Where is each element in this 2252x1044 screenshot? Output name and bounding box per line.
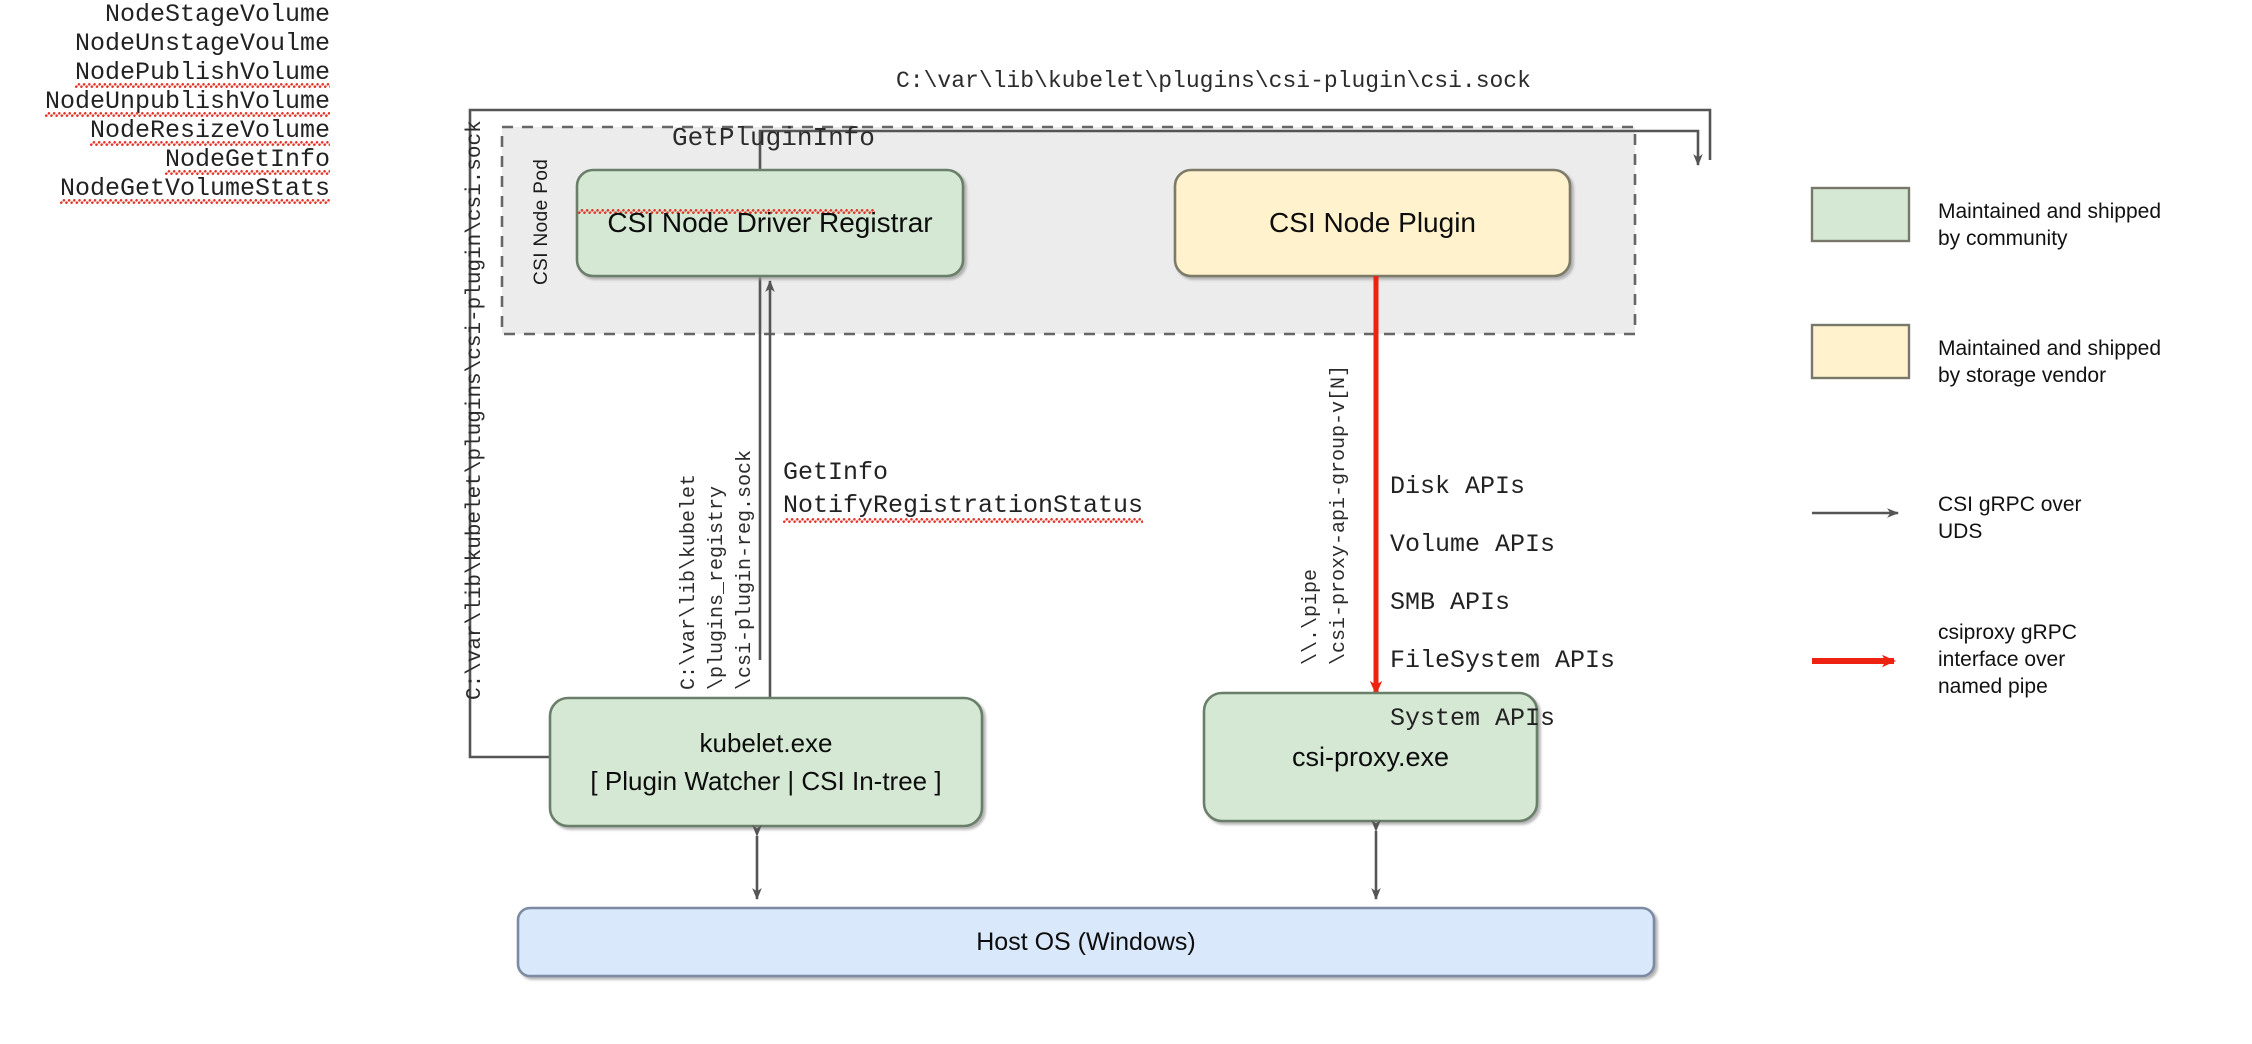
node-csi-node-driver-registrar[interactable]: [575, 168, 965, 278]
legend-swatch-vendor: [1810, 323, 1911, 380]
list-item: NodeResizeVolume: [89, 116, 330, 146]
list-item: SMB APIs: [1390, 588, 1511, 617]
legend-label-community: Maintained and shipped by community: [1938, 200, 2162, 250]
list-item: FileSystem APIs: [1390, 646, 1616, 675]
label-top-csi-socket-path: C:\var\lib\kubelet\plugins\csi-plugin\cs…: [896, 68, 1531, 94]
label-getinfo: GetInfo: [783, 458, 889, 487]
legend-label-csi-grpc-uds: CSI gRPC over UDS: [1938, 493, 2082, 543]
list-item: NodeUnstageVoulme: [74, 29, 330, 58]
label-pipe-line-2: \csi-proxy-api-group-v[N]: [1328, 364, 1351, 665]
list-item: NodeGetVolumeStats: [59, 174, 330, 204]
legend-swatch-community: [1810, 186, 1911, 243]
label-notifyregistrationstatus: NotifyRegistrationStatus: [783, 489, 1144, 523]
list-csi-proxy-apis: Disk APIs Volume APIs SMB APIs FileSyste…: [1390, 443, 1615, 762]
node-csi-proxy-exe[interactable]: [1202, 691, 1539, 823]
list-item: NodeGetInfo: [164, 145, 330, 175]
label-csi-node-pod: CSI Node Pod: [531, 158, 552, 285]
label-registration-calls: GetInfo NotifyRegistrationStatus: [783, 456, 1144, 523]
label-registrar-socket-line-2: \plugins_registry: [706, 485, 729, 690]
list-item: NodePublishVolume: [74, 58, 330, 88]
connector-getplugininfo-outer: [468, 108, 1712, 759]
legend-label-csiproxy-named-pipe: csiproxy gRPC interface over named pipe: [1938, 621, 2077, 698]
node-host-os-windows[interactable]: [516, 906, 1656, 978]
node-csi-node-plugin[interactable]: [1173, 168, 1572, 278]
list-node-service-calls: NodeStageVolume NodeUnstageVoulme NodePu…: [0, 0, 330, 204]
node-kubelet-exe[interactable]: [548, 696, 984, 828]
label-pipe-line-1: \\.\pipe: [1300, 568, 1323, 665]
list-item: NodeStageVolume: [104, 0, 330, 29]
spellcheck-underline: [578, 209, 875, 214]
label-registrar-socket-line-1: C:\var\lib\kubelet: [678, 473, 701, 690]
list-item: Disk APIs: [1390, 472, 1526, 501]
list-item: NodeUnpublishVolume: [44, 87, 330, 117]
list-item: System APIs: [1390, 704, 1556, 733]
connector-csi-socket-inner: [758, 129, 1703, 660]
list-item: Volume APIs: [1390, 530, 1556, 559]
label-left-vertical-csi-socket: C:\var\lib\kubelet\plugins\csi-plugin\cs…: [464, 120, 487, 700]
legend-label-vendor: Maintained and shipped by storage vendor: [1938, 337, 2162, 387]
label-getplugininfo: GetPluginInfo: [516, 63, 875, 243]
label-registrar-socket-line-3: \csi-plugin-reg.sock: [734, 449, 757, 690]
